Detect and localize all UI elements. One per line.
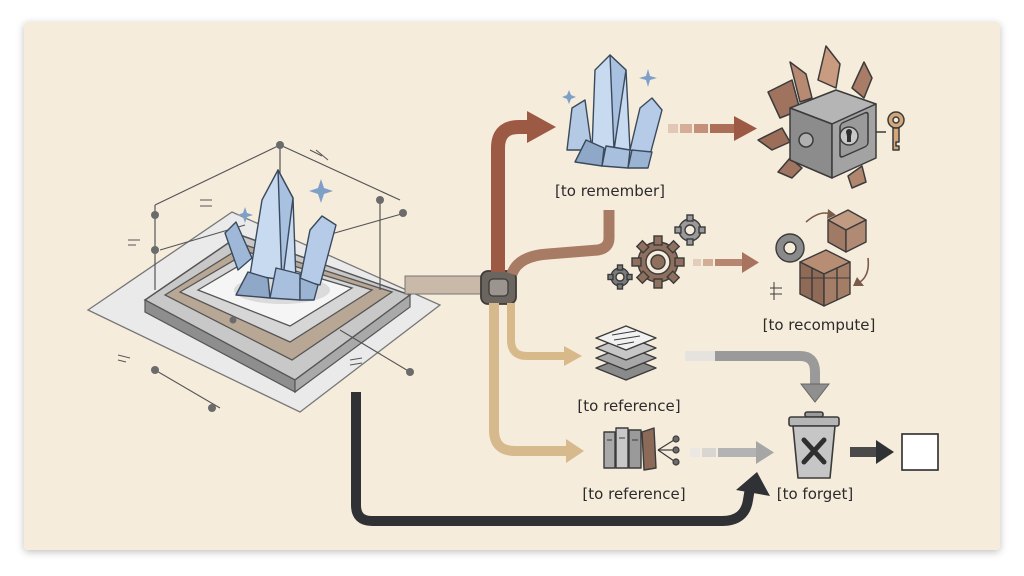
- puzzle-cube-icon: [770, 209, 870, 307]
- key-icon: [876, 111, 905, 151]
- arrow-to-reference-lower: [489, 303, 584, 463]
- arrow-gears-to-puzzle: [693, 252, 759, 273]
- label-to-reference-lower: [to reference]: [582, 485, 685, 503]
- source-crystal-platform-icon: [86, 141, 442, 413]
- crystal-cluster-icon: [562, 54, 663, 169]
- books-icon: [603, 427, 680, 471]
- arrow-reference-to-forget: [685, 351, 831, 403]
- safe-vault-icon: [757, 45, 905, 189]
- arrow-to-reference-upper: [507, 303, 582, 366]
- gears-icon: [607, 214, 706, 290]
- arrow-to-remember: [491, 111, 556, 272]
- arrow-books-to-forget: [690, 441, 774, 464]
- empty-square-icon: [901, 433, 939, 471]
- label-to-recompute: [to recompute]: [763, 316, 876, 334]
- document-stack-icon: [595, 325, 657, 381]
- arrow-remember-to-vault: [668, 116, 757, 141]
- arrow-forget-to-empty: [850, 440, 894, 464]
- label-to-forget: [to forget]: [777, 485, 854, 503]
- trash-can-icon: [788, 411, 840, 479]
- arrow-to-forget-main: [351, 392, 770, 526]
- arrow-remember-to-hub: [506, 210, 615, 277]
- label-to-remember: [to remember]: [555, 182, 665, 200]
- label-to-reference-upper: [to reference]: [577, 397, 680, 415]
